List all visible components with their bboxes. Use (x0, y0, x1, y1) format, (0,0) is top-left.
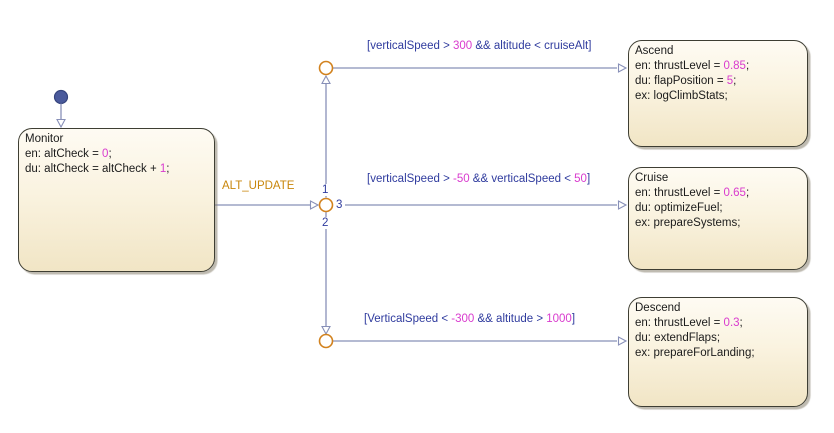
state-title: Descend (635, 302, 681, 314)
junction-bottom[interactable] (318, 333, 334, 349)
state-action-line: du: altCheck = altCheck + 1; (25, 163, 170, 175)
state-action-line: du: optimizeFuel; (635, 202, 723, 214)
transition-to-cruise-arrowhead (617, 200, 628, 210)
transition-monitor-to-junction-arrowhead (309, 200, 320, 210)
state-ascend[interactable]: Ascend en: thrustLevel = 0.85; du: flapP… (628, 40, 808, 147)
state-action-line: en: thrustLevel = 0.65; (635, 187, 750, 199)
state-action-line: en: altCheck = 0; (25, 148, 112, 160)
junction-order-label-2[interactable]: 2 (321, 217, 330, 229)
state-action-line: du: flapPosition = 5; (635, 75, 737, 87)
state-action-line: ex: logClimbStats; (635, 90, 728, 102)
initial-transition-arrowhead (56, 118, 66, 129)
state-title: Cruise (635, 172, 669, 184)
state-descend[interactable]: Descend en: thrustLevel = 0.3; du: exten… (628, 297, 808, 407)
transition-down-arrowhead (321, 325, 331, 336)
transition-condition-ascend[interactable]: [verticalSpeed > 300 && altitude < cruis… (367, 40, 592, 52)
junction-order-label-1[interactable]: 1 (321, 184, 330, 196)
state-action-line: en: thrustLevel = 0.3; (635, 317, 743, 329)
state-action-line: en: thrustLevel = 0.85; (635, 60, 750, 72)
state-cruise[interactable]: Cruise en: thrustLevel = 0.65; du: optim… (628, 167, 808, 270)
state-title: Ascend (635, 45, 674, 57)
transition-up-arrowhead (321, 74, 331, 85)
junction-order-label-3[interactable]: 3 (335, 199, 344, 211)
transition-condition-descend[interactable]: [VerticalSpeed < -300 && altitude > 1000… (364, 313, 576, 325)
transition-to-ascend-arrowhead (617, 63, 628, 73)
transition-condition-cruise[interactable]: [verticalSpeed > -50 && verticalSpeed < … (367, 173, 591, 185)
junction-top[interactable] (318, 60, 334, 76)
state-action-line: ex: prepareForLanding; (635, 347, 755, 359)
state-title: Monitor (25, 133, 64, 145)
transition-event-label[interactable]: ALT_UPDATE (222, 180, 295, 192)
junction-main[interactable] (318, 197, 334, 213)
state-action-line: ex: prepareSystems; (635, 217, 741, 229)
state-monitor[interactable]: Monitor en: altCheck = 0; du: altCheck =… (18, 128, 215, 272)
initial-state-dot[interactable] (53, 89, 69, 105)
transition-to-descend-arrowhead (617, 336, 628, 346)
state-action-line: du: extendFlaps; (635, 332, 721, 344)
